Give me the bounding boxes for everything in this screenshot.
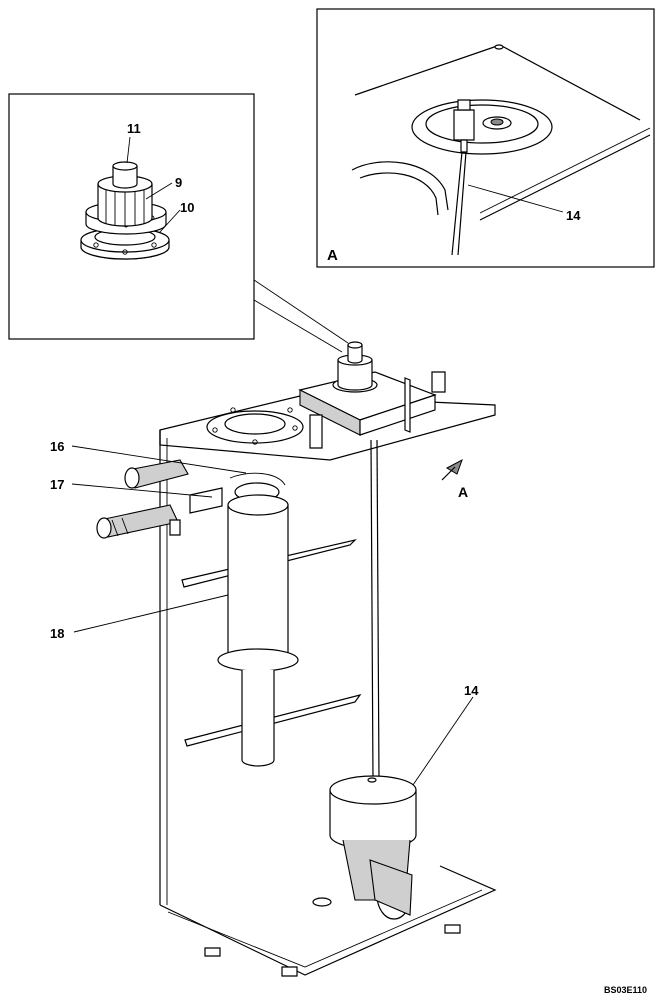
detail-inset-a: 14 A — [316, 8, 655, 268]
callout-18: 18 — [50, 626, 64, 641]
callout-11: 11 — [127, 121, 141, 136]
view-label-a-main: A — [458, 484, 468, 500]
drawing-code: BS03E110 — [604, 985, 647, 995]
main-assembly: A 16 17 18 14 — [50, 341, 497, 977]
view-label-a-detail: A — [327, 247, 338, 264]
detail-leader-line — [253, 279, 349, 344]
callout-14-detail: 14 — [566, 208, 581, 223]
callout-9: 9 — [175, 175, 182, 190]
detail-leader-line-2 — [253, 299, 343, 353]
support-feet — [204, 924, 461, 977]
callout-10: 10 — [180, 200, 194, 215]
callout-16: 16 — [50, 439, 64, 454]
callout-17: 17 — [50, 477, 64, 492]
callout-14-main: 14 — [464, 683, 479, 698]
detail-inset-fitting: 11 9 10 — [8, 93, 255, 340]
